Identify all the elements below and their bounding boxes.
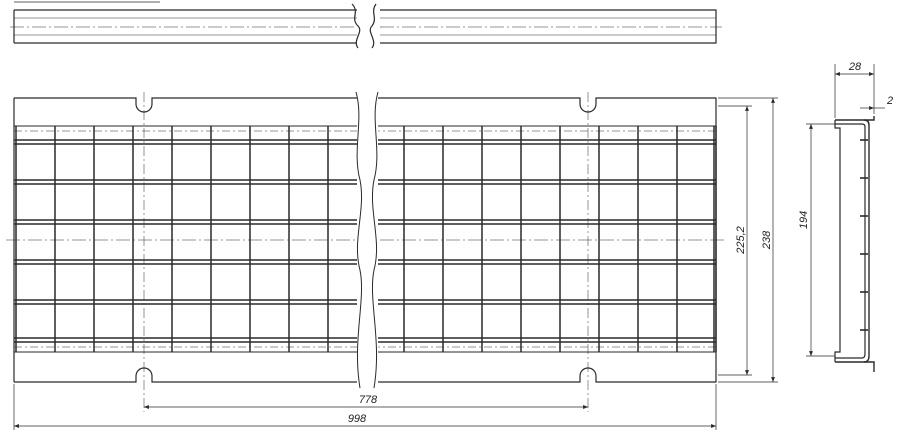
dim-overall-length: 998 bbox=[348, 413, 367, 425]
grate-plan-view bbox=[6, 91, 724, 412]
dim-slot-spacing: 778 bbox=[359, 394, 378, 406]
dim-overall-width: 238 bbox=[761, 230, 773, 250]
break-line-left bbox=[351, 3, 361, 49]
dim-profile-top-width: 28 bbox=[848, 61, 862, 73]
break-line-right bbox=[369, 3, 377, 49]
grate-break-right bbox=[371, 91, 379, 389]
dim-inner-width: 225,2 bbox=[735, 226, 747, 255]
grate-break-left bbox=[355, 91, 363, 389]
dim-profile-height: 194 bbox=[798, 211, 810, 229]
profile-dimensions bbox=[806, 64, 885, 357]
cross-section-profile bbox=[834, 116, 875, 372]
dim-profile-lip: 2 bbox=[886, 95, 893, 107]
plan-dimensions bbox=[13, 97, 778, 430]
side-view-strip bbox=[10, 1, 722, 49]
